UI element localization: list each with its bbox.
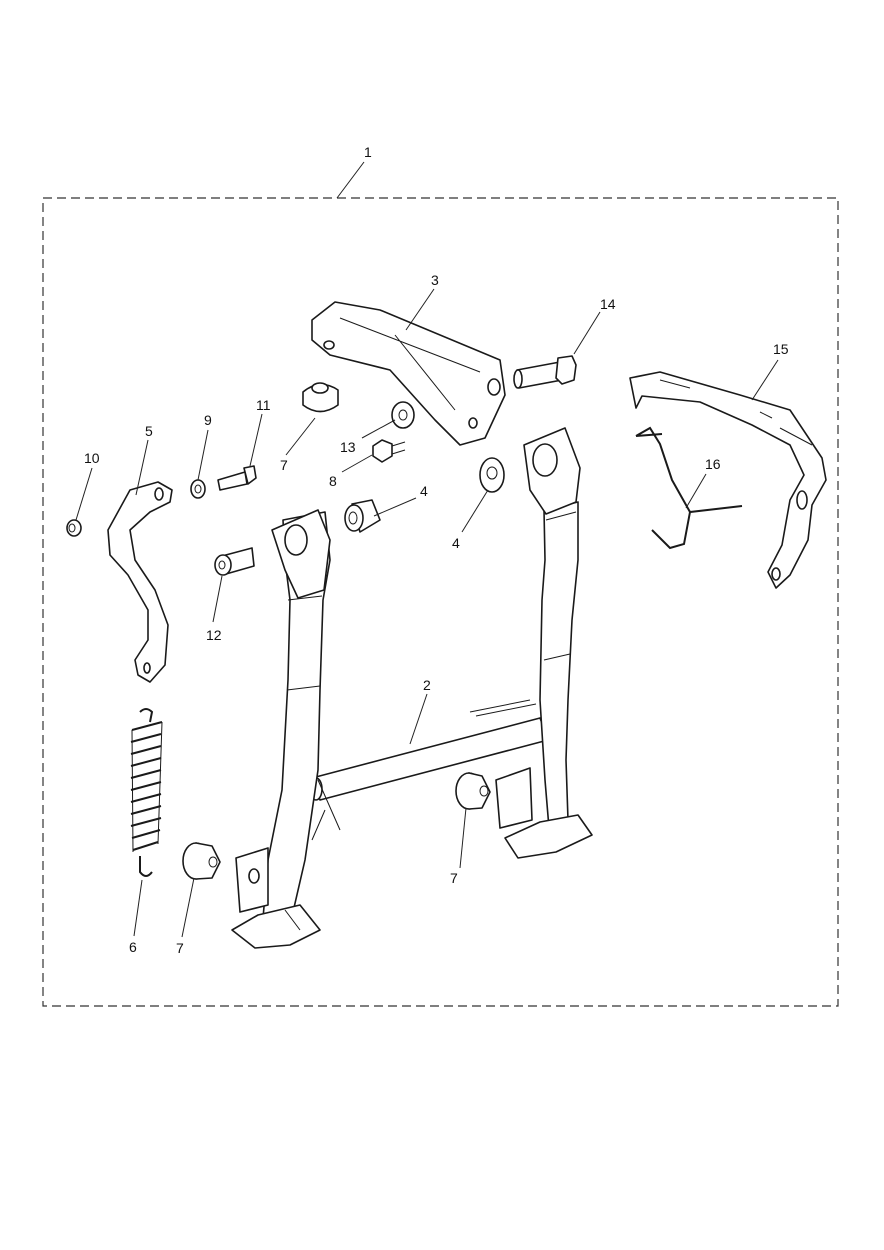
callout-1: 1 [364,144,372,160]
callout-11: 11 [256,397,271,413]
part-13-washer [391,401,415,429]
callout-4-left: 4 [420,483,428,499]
callout-16: 16 [705,456,721,472]
callout-2: 2 [423,677,431,693]
callout-7-upper: 7 [280,457,288,473]
part-8-bolt [372,439,406,463]
part-5-spring-arm [107,481,173,683]
part-3-bracket [311,301,506,446]
part-16-wire-clip [635,426,743,550]
callout-8: 8 [329,473,337,489]
callout-15: 15 [773,341,789,357]
kit-boundary [42,197,839,1007]
part-11-bolt [217,465,257,491]
callout-labels: 1 2 3 4 4 5 6 7 7 7 8 9 10 11 12 13 14 1… [84,144,789,956]
part-4-bush-left [344,499,381,533]
part-9-washer [190,479,206,499]
callout-13: 13 [340,439,356,455]
callout-6: 6 [129,939,137,955]
callout-4-right: 4 [452,535,460,551]
part-7-bush-lower-left [182,842,221,880]
callout-9: 9 [204,412,212,428]
part-15-side-bracket [629,371,827,589]
part-6-spring [130,708,163,877]
part-2-centre-stand [231,427,593,949]
callout-12: 12 [206,627,222,643]
part-4-bush-right [479,457,505,493]
callout-14: 14 [600,296,616,312]
part-10-bush [66,519,82,537]
callout-5: 5 [145,423,153,439]
part-7-bush-upper [302,382,339,413]
part-12-bolt [214,547,255,576]
callout-7-lower-right: 7 [450,870,458,886]
callout-10: 10 [84,450,100,466]
callout-7-lower-left: 7 [176,940,184,956]
part-14-bolt [513,355,577,389]
part-7-bush-lower-right [455,772,491,810]
leader-lines [75,161,779,938]
callout-3: 3 [431,272,439,288]
